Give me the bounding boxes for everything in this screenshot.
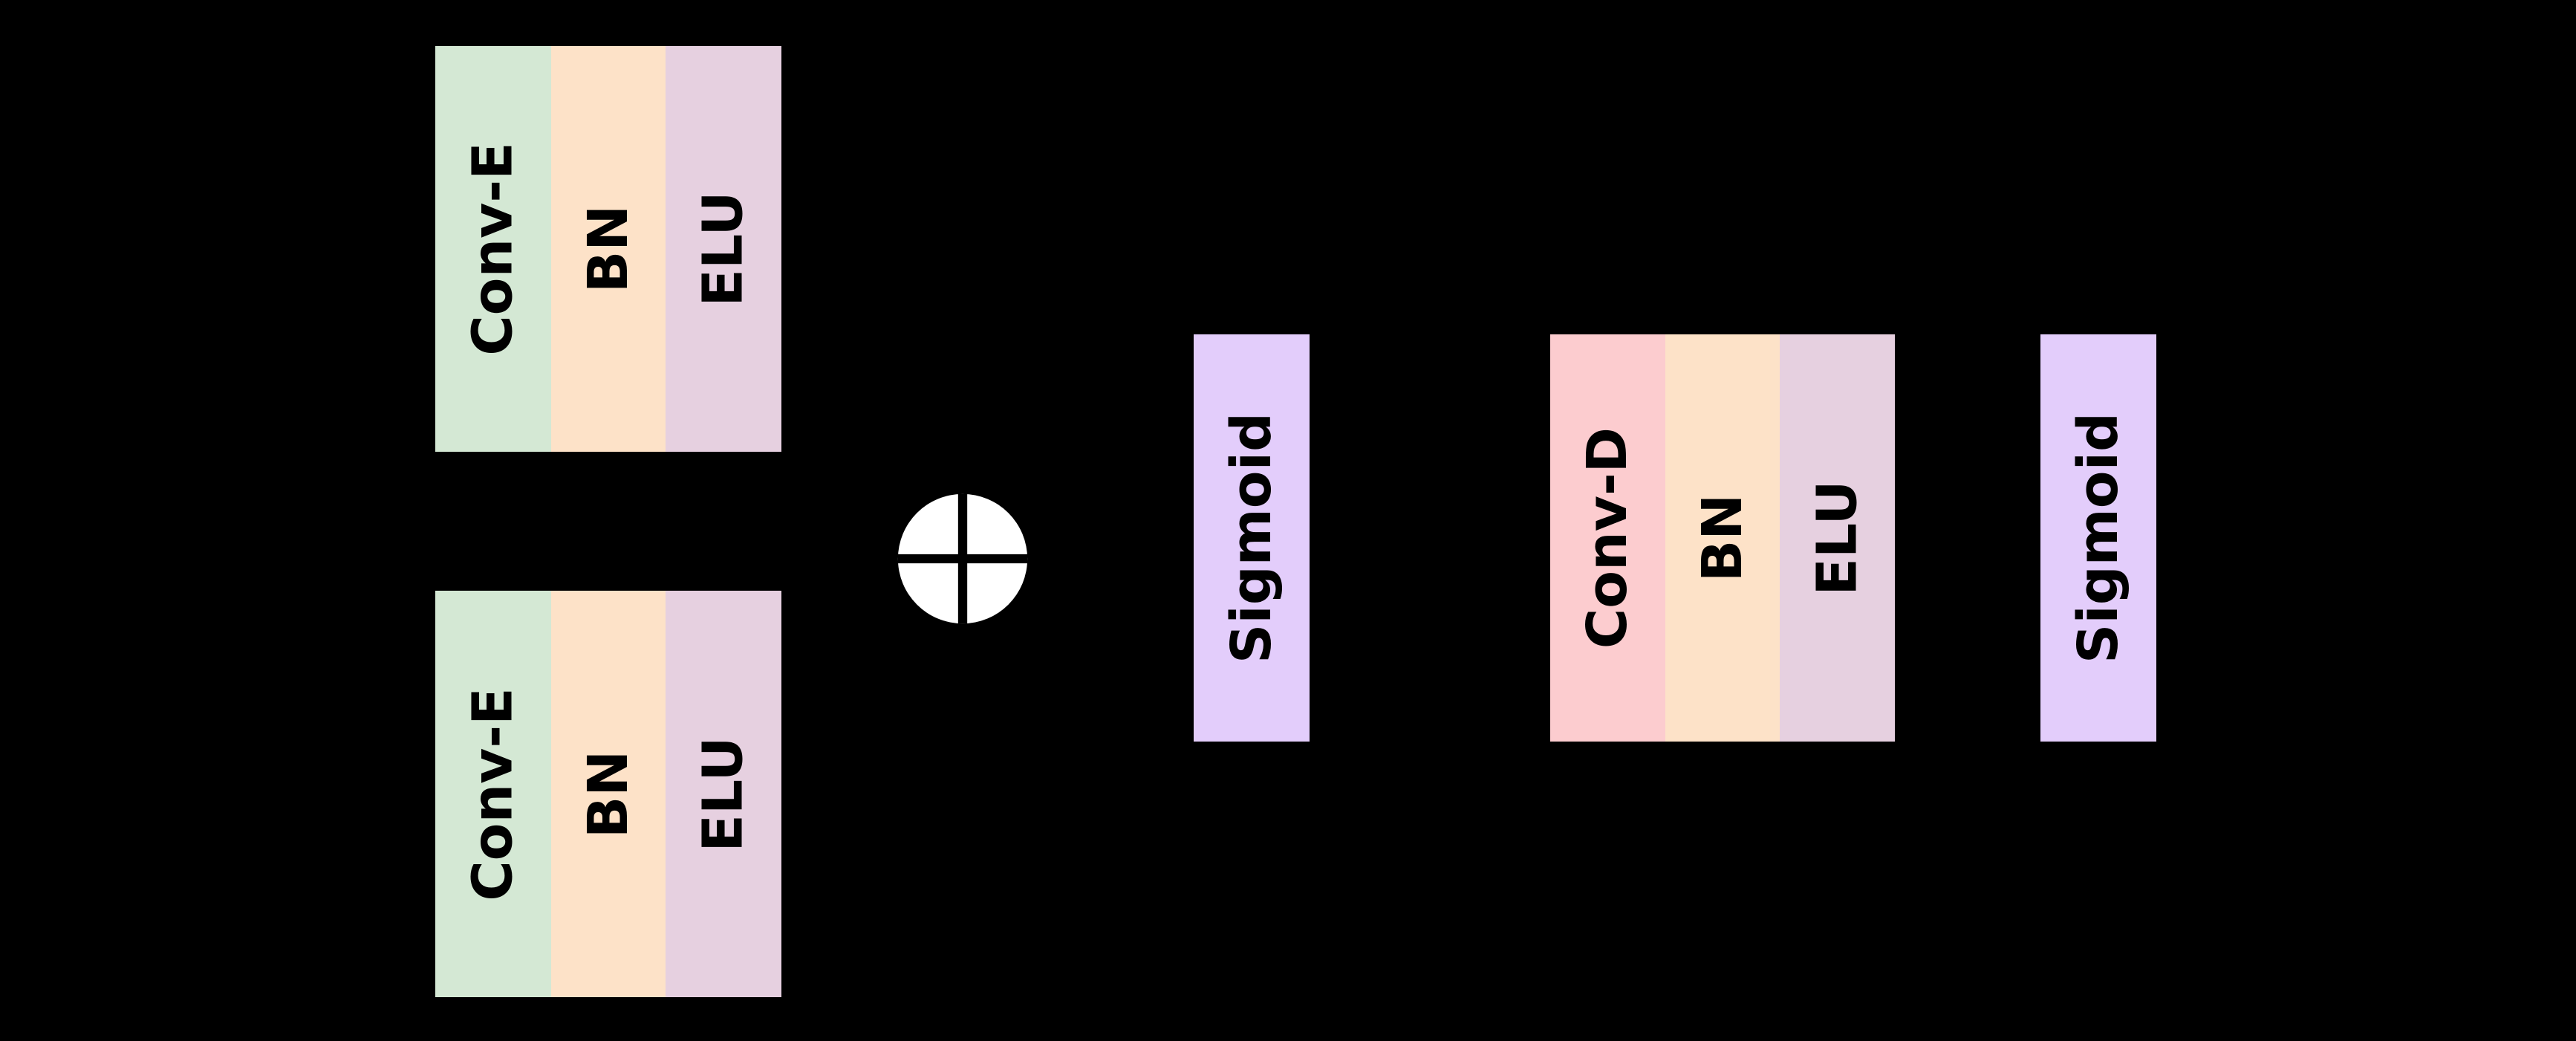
band-conv-encoder[interactable]: Conv-E	[435, 591, 551, 997]
band-label-elu: ELU	[692, 191, 755, 307]
band-label-bn: BN	[1691, 493, 1754, 583]
band-batch-norm[interactable]: BN	[551, 591, 666, 997]
block-label-sigmoid: Sigmoid	[1220, 412, 1284, 664]
block-sigmoid-2[interactable]: Sigmoid	[2040, 334, 2156, 742]
band-elu[interactable]: ELU	[666, 591, 781, 997]
block-conv-decoder[interactable]: Conv-D BN ELU	[1550, 334, 1895, 742]
add-operator-icon[interactable]	[889, 485, 1036, 632]
block-sigmoid-1[interactable]: Sigmoid	[1194, 334, 1310, 742]
band-label-bn: BN	[576, 750, 640, 838]
connector-conv-e-bottom-to-add	[781, 598, 973, 797]
band-batch-norm[interactable]: BN	[551, 46, 666, 452]
band-elu[interactable]: ELU	[1780, 334, 1895, 742]
band-elu[interactable]: ELU	[666, 46, 781, 452]
band-conv-encoder[interactable]: Conv-E	[435, 46, 551, 452]
block-conv-encoder-top[interactable]: Conv-E BN ELU	[435, 46, 781, 452]
band-label-conv-d: Conv-D	[1575, 427, 1640, 649]
band-label-conv-e: Conv-E	[461, 142, 526, 356]
block-label-sigmoid: Sigmoid	[2066, 412, 2131, 664]
band-conv-decoder[interactable]: Conv-D	[1550, 334, 1665, 742]
connector-conv-e-top-to-add	[781, 245, 973, 519]
band-label-conv-e: Conv-E	[461, 687, 526, 901]
band-label-elu: ELU	[692, 736, 755, 852]
band-label-elu: ELU	[1805, 480, 1870, 596]
band-label-bn: BN	[576, 204, 640, 294]
band-batch-norm[interactable]: BN	[1665, 334, 1780, 742]
block-conv-encoder-bottom[interactable]: Conv-E BN ELU	[435, 591, 781, 997]
